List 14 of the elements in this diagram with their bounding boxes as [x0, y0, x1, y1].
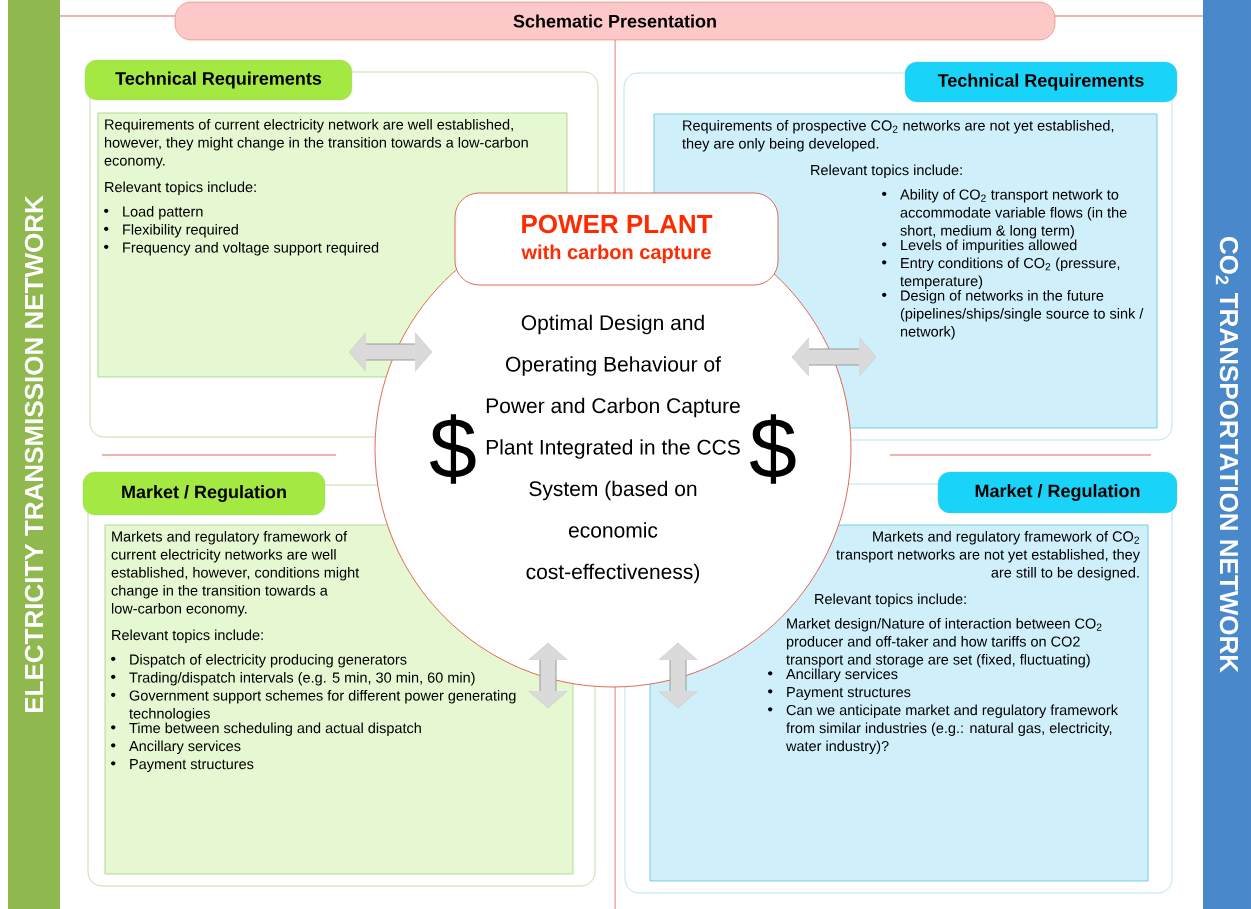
connector-line — [1054, 15, 1204, 17]
double-arrow — [349, 332, 432, 372]
heading-tab: Technical Requirements — [84, 59, 353, 101]
double-arrow — [528, 643, 568, 708]
double-arrow — [792, 337, 876, 377]
heading-tab: Market / Regulation — [82, 471, 326, 516]
connector-line — [59, 15, 176, 17]
double-arrow — [658, 643, 698, 708]
title-box: Schematic Presentation — [174, 1, 1056, 41]
heading-tab: Market / Regulation — [937, 471, 1178, 514]
heading-tab: Technical Requirements — [904, 61, 1178, 103]
side-band: ELECTRICITY TRANSMISSION NETWORK — [8, 0, 60, 909]
side-band: CO$_{2}$ TRANSPORTATION NETWORK — [1203, 0, 1251, 909]
title-box: POWER PLANT with carbon capture — [454, 192, 779, 286]
